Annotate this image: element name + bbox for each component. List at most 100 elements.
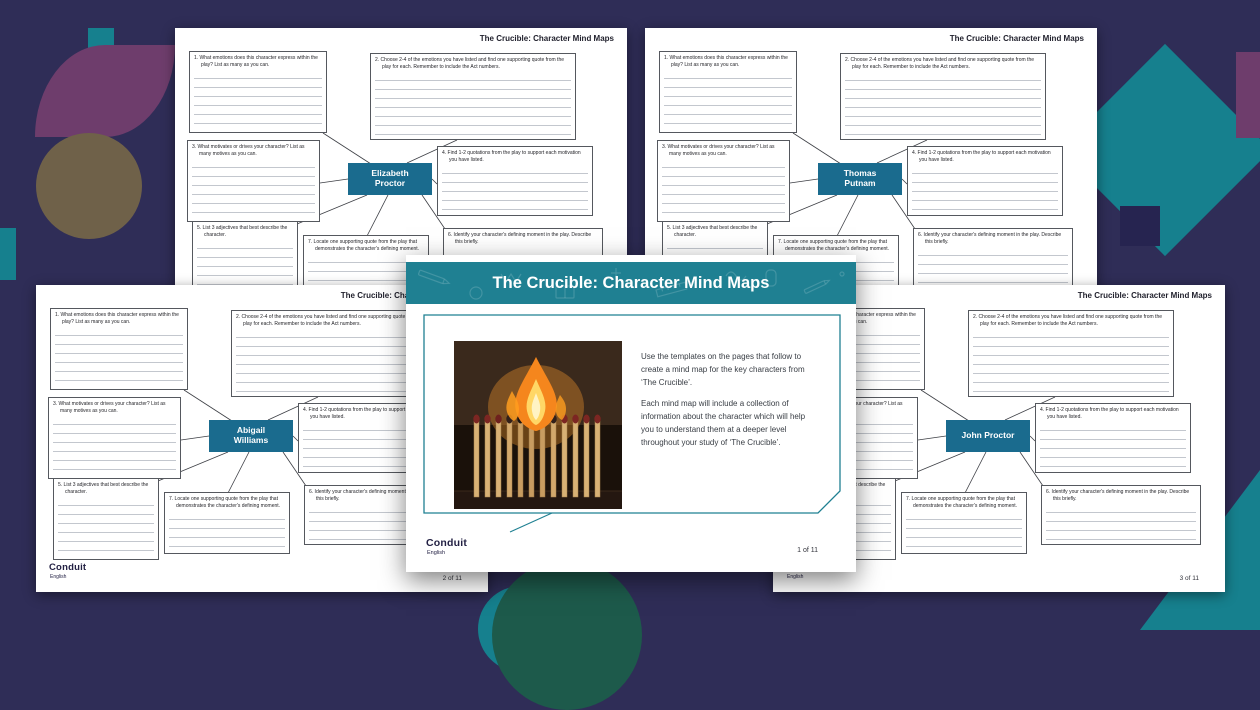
- answer-lines: [375, 72, 571, 136]
- prompt-text: 6. Identify your character's defining mo…: [309, 489, 453, 502]
- answer-lines: [662, 159, 785, 218]
- prompt-text: 2. Choose 2-4 of the emotions you have l…: [236, 314, 426, 327]
- worksheet-title: The Crucible: Character Mind Maps: [479, 34, 614, 43]
- brand-logo: Conduit English: [426, 537, 467, 556]
- prompt-text: 5. List 3 adjectives that best describe …: [667, 225, 758, 238]
- answer-lines: [973, 329, 1169, 393]
- answer-lines: [194, 70, 322, 129]
- prompt-box-5-adjectives: 5. List 3 adjectives that best describe …: [53, 478, 159, 560]
- prompt-text: 6. Identify your character's defining mo…: [1046, 489, 1190, 502]
- character-name: Elizabeth Proctor: [371, 168, 409, 188]
- prompt-box-2-quotes: 2. Choose 2-4 of the emotions you have l…: [231, 310, 437, 397]
- character-name: Abigail Williams: [233, 425, 269, 445]
- brand-subtitle: English: [427, 550, 446, 556]
- brand-name: Conduit: [426, 537, 468, 549]
- worksheet-title: The Crucible: Character Mind Maps: [1077, 291, 1212, 300]
- prompt-box-2-quotes: 2. Choose 2-4 of the emotions you have l…: [370, 53, 576, 140]
- mind-map-connectors: [766, 132, 928, 237]
- prompt-box-1-emotions: 1. What emotions does this character exp…: [50, 308, 188, 390]
- answer-lines: [58, 497, 154, 556]
- prompt-text: 2. Choose 2-4 of the emotions you have l…: [973, 314, 1163, 327]
- prompt-box-4-motivation-quotes: 4. Find 1-2 quotations from the play to …: [437, 146, 593, 216]
- decor-teal-square-left-edge: [0, 228, 16, 280]
- page-number: 3 of 11: [1179, 575, 1199, 582]
- prompt-text: 3. What motivates or drives your charact…: [662, 144, 775, 157]
- cover-paragraph-2: Each mind map will include a collection …: [641, 398, 806, 447]
- prompt-text: 6. Identify your character's defining mo…: [448, 232, 592, 245]
- prompt-text: 6. Identify your character's defining mo…: [918, 232, 1062, 245]
- prompt-box-4-motivation-quotes: 4. Find 1-2 quotations from the play to …: [1035, 403, 1191, 473]
- answer-lines: [55, 327, 183, 386]
- prompt-box-2-quotes: 2. Choose 2-4 of the emotions you have l…: [968, 310, 1174, 397]
- decor-purple-quarter-a: [35, 45, 105, 137]
- answer-lines: [1040, 422, 1186, 469]
- cover-title-band: The Crucible: Character Mind Maps: [406, 262, 856, 304]
- prompt-text: 7. Locate one supporting quote from the …: [308, 239, 420, 252]
- prompt-box-3-motivation: 3. What motivates or drives your charact…: [48, 397, 181, 479]
- decor-purple-strip-right: [1236, 52, 1260, 138]
- prompt-box-1-emotions: 1. What emotions does this character exp…: [189, 51, 327, 133]
- decor-navy-square-right: [1120, 206, 1160, 246]
- prompt-text: 2. Choose 2-4 of the emotions you have l…: [375, 57, 565, 70]
- worksheet-title: The Crucible: Character Mind Maps: [949, 34, 1084, 43]
- prompt-box-2-quotes: 2. Choose 2-4 of the emotions you have l…: [840, 53, 1046, 140]
- mind-map-connectors: [296, 132, 458, 237]
- brand-subtitle: English: [787, 574, 804, 580]
- prompt-text: 4. Find 1-2 quotations from the play to …: [1040, 407, 1179, 420]
- stationery-doodle-pattern-icon: [417, 268, 845, 300]
- answer-lines: [918, 247, 1068, 284]
- prompt-box-6-defining-moment: 6. Identify your character's defining mo…: [913, 228, 1073, 288]
- answer-lines: [912, 165, 1058, 212]
- prompt-text: 7. Locate one supporting quote from the …: [906, 496, 1018, 509]
- prompt-text: 5. List 3 adjectives that best describe …: [58, 482, 149, 495]
- prompt-box-7-defining-quote: 7. Locate one supporting quote from the …: [164, 492, 290, 554]
- character-name-box: Elizabeth Proctor: [348, 163, 432, 195]
- prompt-box-3-motivation: 3. What motivates or drives your charact…: [187, 140, 320, 222]
- cover-title: The Crucible: Character Mind Maps: [492, 274, 770, 292]
- character-name: John Proctor: [961, 430, 1015, 441]
- cover-intro-text: Use the templates on the pages that foll…: [641, 351, 809, 450]
- prompt-text: 5. List 3 adjectives that best describe …: [197, 225, 288, 238]
- decor-olive-circle: [36, 133, 142, 239]
- brand-subtitle: English: [50, 574, 67, 580]
- character-name-box: John Proctor: [946, 420, 1030, 452]
- prompt-text: 1. What emotions does this character exp…: [194, 55, 318, 68]
- prompt-text: 2. Choose 2-4 of the emotions you have l…: [845, 57, 1035, 70]
- prompt-text: 7. Locate one supporting quote from the …: [778, 239, 890, 252]
- decor-purple-quarter-b: [105, 45, 175, 137]
- cover-paragraph-1: Use the templates on the pages that foll…: [641, 352, 805, 387]
- page-number: 2 of 11: [442, 575, 462, 582]
- prompt-text: 4. Find 1-2 quotations from the play to …: [912, 150, 1051, 163]
- prompt-box-4-motivation-quotes: 4. Find 1-2 quotations from the play to …: [907, 146, 1063, 216]
- answer-lines: [236, 329, 432, 393]
- prompt-box-6-defining-moment: 6. Identify your character's defining mo…: [1041, 485, 1201, 545]
- prompt-text: 3. What motivates or drives your charact…: [53, 401, 166, 414]
- answer-lines: [664, 70, 792, 129]
- answer-lines: [53, 416, 176, 475]
- prompt-box-3-motivation: 3. What motivates or drives your charact…: [657, 140, 790, 222]
- answer-lines: [192, 159, 315, 218]
- prompt-text: 1. What emotions does this character exp…: [664, 55, 788, 68]
- answer-lines: [442, 165, 588, 212]
- character-name: Thomas Putnam: [843, 168, 877, 188]
- prompt-box-7-defining-quote: 7. Locate one supporting quote from the …: [901, 492, 1027, 554]
- character-name-box: Thomas Putnam: [818, 163, 902, 195]
- prompt-box-1-emotions: 1. What emotions does this character exp…: [659, 51, 797, 133]
- cover-page: The Crucible: Character Mind Maps: [406, 255, 856, 572]
- answer-lines: [845, 72, 1041, 136]
- burning-matches-image: [454, 341, 622, 509]
- prompt-text: 7. Locate one supporting quote from the …: [169, 496, 281, 509]
- page-number: 1 of 11: [797, 547, 818, 554]
- prompt-text: 4. Find 1-2 quotations from the play to …: [442, 150, 581, 163]
- brand-name: Conduit: [49, 562, 87, 573]
- mind-map-connectors: [157, 389, 319, 494]
- answer-lines: [1046, 504, 1196, 541]
- prompt-text: 1. What emotions does this character exp…: [55, 312, 179, 325]
- prompt-text: 4. Find 1-2 quotations from the play to …: [303, 407, 442, 420]
- answer-lines: [906, 511, 1022, 550]
- character-name-box: Abigail Williams: [209, 420, 293, 452]
- brand-logo: Conduit English: [49, 562, 86, 580]
- decor-green-circle-bottom: [492, 560, 642, 710]
- answer-lines: [169, 511, 285, 550]
- prompt-text: 3. What motivates or drives your charact…: [192, 144, 305, 157]
